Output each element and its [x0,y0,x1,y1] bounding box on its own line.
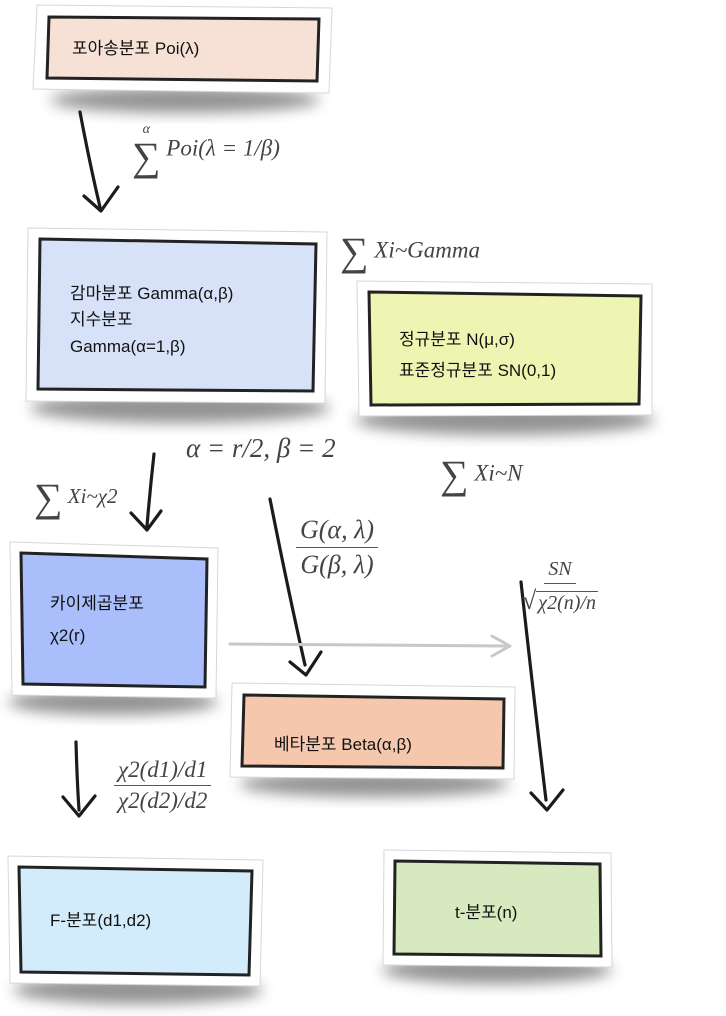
node-f-label: F-분포(d1,d2) [50,911,152,930]
node-box-chisq [9,541,219,699]
sigma-symbol: ∑ [440,452,469,497]
t-ratio-fraction: SN √χ2(n)/n [518,558,602,616]
node-box-poisson [32,4,333,94]
node-gamma-exp-label: Gamma(α=1,β) [70,336,186,356]
node-t-label: t-분포(n) [455,903,518,922]
sqrt-symbol: √ [522,586,537,615]
node-normal-label: 정규분포 N(μ,σ) [399,330,515,349]
node-std-normal-label: 표준정규분포 SN(0,1) [399,360,557,380]
arrow-gamma-to-chisq [129,452,163,532]
sum-normal-expression: Xi~N [474,460,523,486]
arrow-chisq-to-f [61,740,97,818]
node-gamma: 감마분포 Gamma(α,β) 지수분포 Gamma(α=1,β) [70,281,233,360]
node-beta-label: 베타분포 Beta(α,β) [274,735,412,754]
poisson-sum-expression: Poi(λ = 1/β) [166,135,280,161]
beta-ratio-denominator: G(β, λ) [300,550,374,579]
node-box-normal [356,280,653,417]
arrow-normal-to-t [519,580,565,812]
node-beta: 베타분포 Beta(α,β) [274,732,412,758]
node-box-f [7,855,264,987]
label-sum-gamma: ∑ Xi~Gamma [340,232,480,272]
f-ratio-numerator: χ2(d1)/d1 [114,757,212,786]
node-normal: 정규분포 N(μ,σ) 표준정규분포 SN(0,1) [399,325,556,386]
t-ratio-numerator: SN [544,558,576,584]
label-f-ratio: χ2(d1)/d1 χ2(d2)/d2 [114,757,212,814]
node-poisson: 포아송분포 Poi(λ) [72,36,199,62]
node-gamma-label: 감마분포 Gamma(α,β) [70,284,234,303]
sigma-symbol: ∑ [34,475,63,520]
sigma-symbol: ∑ [340,229,369,274]
t-ratio-denominator: χ2(n)/n [536,591,598,614]
node-gamma-sub-label: 지수분포 [70,310,133,330]
gamma-params-expression: α = r/2, β = 2 [186,433,336,463]
node-chisq: 카이제곱분포 χ2(r) [50,588,144,653]
label-sum-normal: ∑ Xi~N [440,455,523,495]
beta-ratio-numerator: G(α, λ) [296,515,379,548]
arrow-poisson-to-gamma [78,110,120,213]
beta-ratio-fraction: G(α, λ) G(β, λ) [296,515,379,580]
node-box-beta [229,682,516,780]
node-f: F-분포(d1,d2) [50,908,151,934]
sum-gamma-expression: Xi~Gamma [374,237,480,263]
t-ratio-denominator-wrap: √χ2(n)/n [518,584,602,616]
node-box-t [382,849,613,968]
label-sum-chisq: ∑ Xi~χ2 [34,478,118,518]
node-chisq-label: 카이제곱분포 [50,594,144,613]
label-poisson-sum: α ∑ Poi(λ = 1/β) [132,123,280,177]
f-ratio-denominator: χ2(d2)/d2 [118,788,208,813]
label-gamma-params: α = r/2, β = 2 [186,433,336,464]
node-chisq-symbol: χ2(r) [50,626,86,646]
arrow-chisq-to-t [228,634,512,658]
sum-upper-limit: α [142,122,150,137]
label-beta-ratio: G(α, λ) G(β, λ) [296,515,379,580]
node-box-gamma [25,227,328,404]
sum-chisq-expression: Xi~χ2 [67,483,118,508]
sigma-symbol: ∑ [132,134,161,179]
label-t-ratio: SN √χ2(n)/n [518,558,602,616]
f-ratio-fraction: χ2(d1)/d1 χ2(d2)/d2 [114,757,212,814]
arrow-gamma-to-beta [268,497,323,677]
node-poisson-label: 포아송분포 Poi(λ) [72,39,200,58]
node-t: t-분포(n) [455,900,517,926]
